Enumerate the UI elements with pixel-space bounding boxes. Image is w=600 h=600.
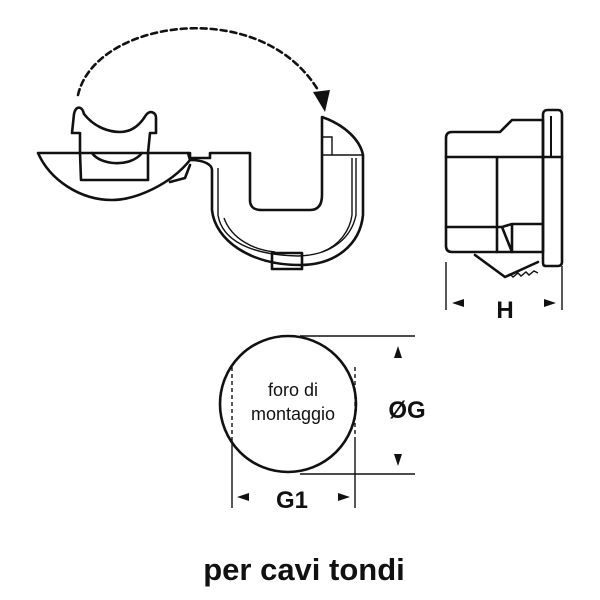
caption: per cavi tondi <box>203 552 405 587</box>
hole-label-line1: foro di <box>268 380 318 400</box>
fold-arrow <box>76 27 330 112</box>
width-label: G1 <box>276 487 308 514</box>
diameter-label: ØG <box>388 397 425 424</box>
grommet-side-view: H <box>444 108 564 324</box>
height-label: H <box>496 297 513 324</box>
hole-label-line2: montaggio <box>251 404 335 424</box>
grommet-open-view <box>36 106 365 271</box>
mounting-hole-view: foro di montaggio ØG G1 <box>218 334 426 514</box>
